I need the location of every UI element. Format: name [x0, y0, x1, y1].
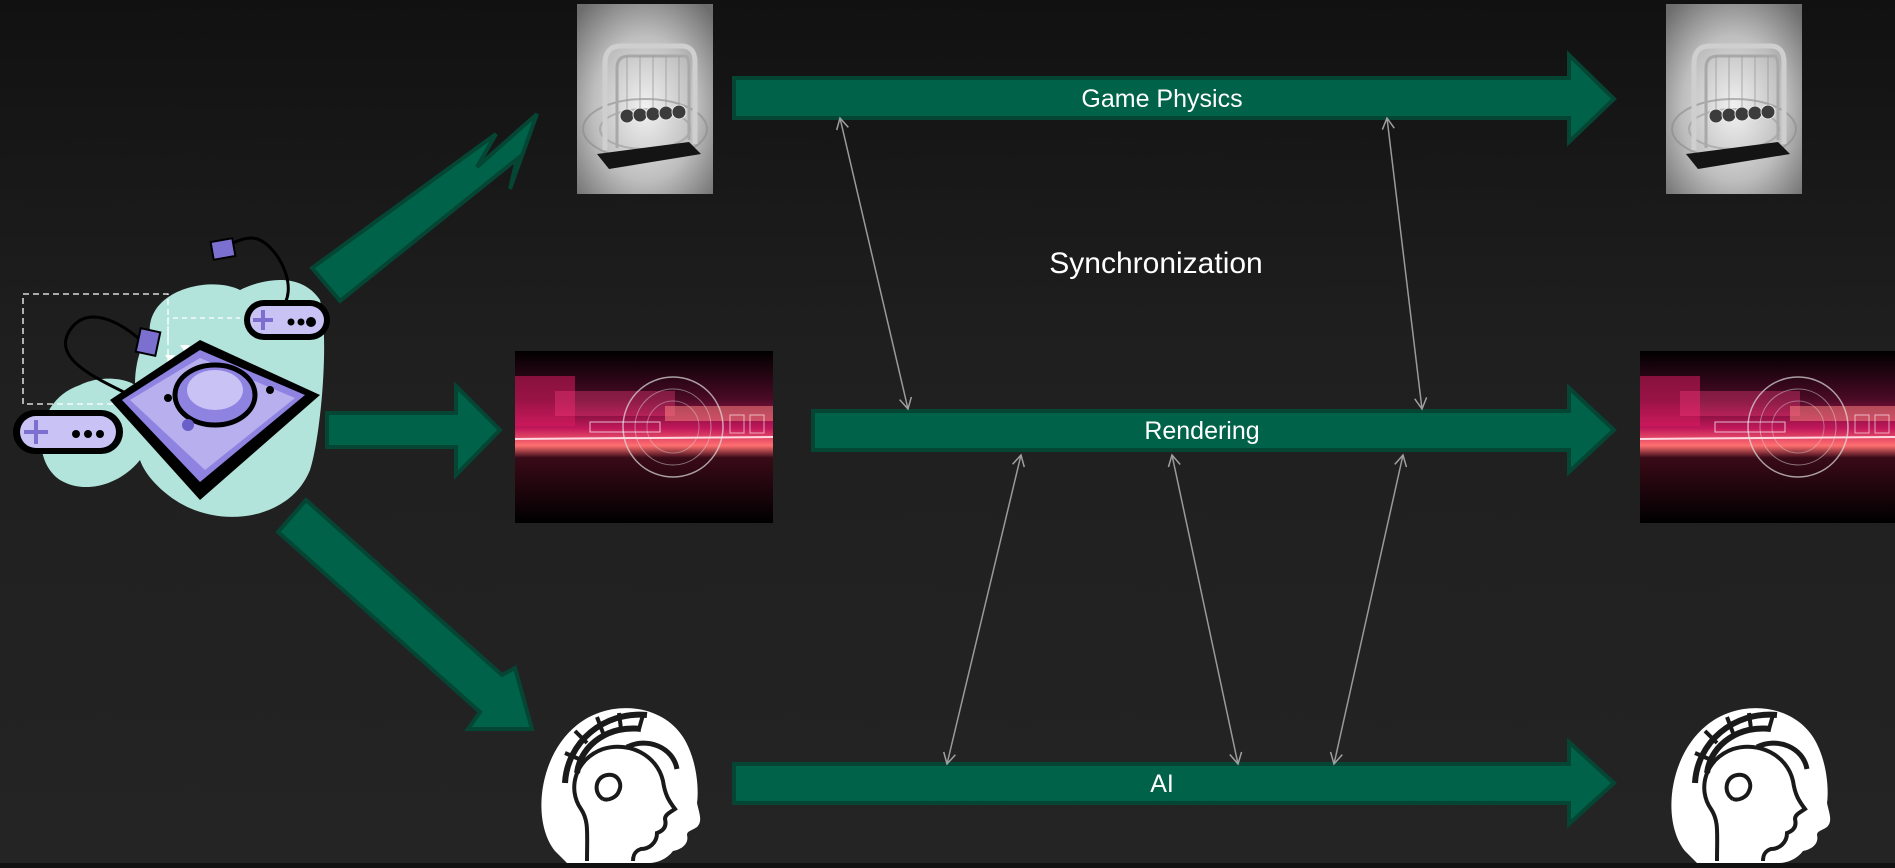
- track-label-physics: Game Physics: [1081, 85, 1243, 113]
- sync-connector: [835, 116, 913, 411]
- fanout-arrow-ai: [275, 497, 535, 731]
- fanout-arrow-rendering: [325, 381, 503, 480]
- track-label-ai: AI: [1150, 770, 1174, 798]
- render-image-end: [1640, 351, 1895, 523]
- render-image-start: [515, 351, 773, 523]
- game-console-icon: [13, 236, 330, 517]
- sync-connector: [1381, 116, 1428, 411]
- brain-head-icon-end: [1671, 708, 1830, 863]
- newtons-cradle-image-start: [577, 4, 713, 194]
- track-label-rendering: Rendering: [1144, 417, 1260, 445]
- brain-head-icon-start: [541, 708, 700, 863]
- sync-connector: [1167, 453, 1243, 766]
- diagram-title: Synchronization: [1049, 247, 1263, 280]
- fanout-arrow-physics: [309, 112, 539, 304]
- sync-connector: [1329, 453, 1408, 766]
- sync-connector: [943, 453, 1025, 766]
- track-arrow-ai: [732, 737, 1617, 829]
- track-arrow-rendering: [811, 383, 1617, 477]
- newtons-cradle-image-end: [1666, 4, 1802, 194]
